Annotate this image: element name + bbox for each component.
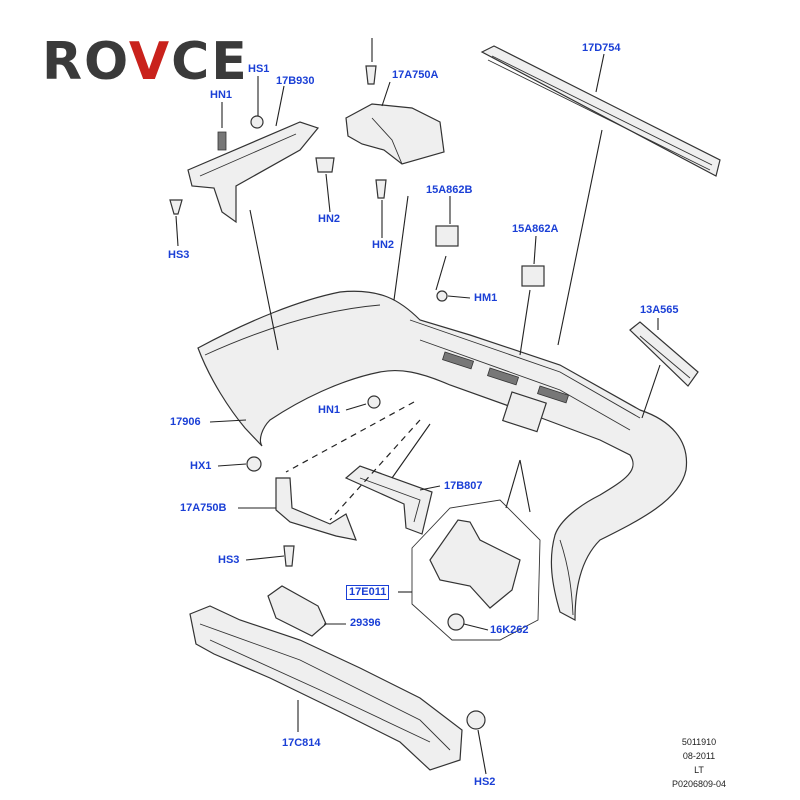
reference-line-2: 08-2011 [682,751,716,761]
trim-17b807-shape [344,465,433,535]
label-hn1-mid: HN1 [318,404,341,416]
bracket-17b930-shape [187,121,320,224]
step-pad-shape [480,45,721,177]
label-hs1: HS1 [248,63,270,75]
label-15a862a: 15A862A [512,223,559,235]
label-hs3-top: HS3 [168,249,190,261]
reference-line-3: LT [694,765,704,775]
label-15a862b: 15A862B [426,184,473,196]
label-17a750a: 17A750A [392,69,439,81]
label-17c814: 17C814 [282,737,321,749]
bumper-cover-shape [197,290,688,621]
label-13a565: 13A565 [640,304,679,316]
reference-line-1: 5011910 [681,737,717,747]
logo-suffix: CE [171,32,249,92]
inset-box [411,499,541,641]
bracket-17a750a-shape [345,103,445,165]
label-hx1: HX1 [190,460,212,472]
label-hs2: HS2 [474,776,496,788]
label-hm1: HM1 [474,292,498,304]
module-29396-shape [267,585,327,637]
label-16k262: 16K262 [490,624,529,636]
logo-prefix: RO [42,32,129,92]
absorber-17c814-shape [189,605,463,771]
label-17b930: 17B930 [276,75,315,87]
label-hn1-top: HN1 [210,89,233,101]
brand-logo: ROVCE [42,36,249,88]
label-hn2-center: HN2 [372,239,395,251]
label-29396: 29396 [350,617,381,629]
label-hs3-bottom: HS3 [218,554,240,566]
label-17a750b: 17A750B [180,502,227,514]
bracket-17a750b-shape [275,477,357,541]
logo-accent: V [128,32,172,92]
label-17b807: 17B807 [444,480,483,492]
label-17d754: 17D754 [582,42,621,54]
reference-line-4: P0206809-04 [671,779,727,789]
label-17e011: 17E011 [346,585,390,600]
reference-code-block: 5011910 08-2011 LT P0206809-04 [664,735,734,791]
label-hn2-left: HN2 [318,213,341,225]
label-17906: 17906 [170,416,201,428]
